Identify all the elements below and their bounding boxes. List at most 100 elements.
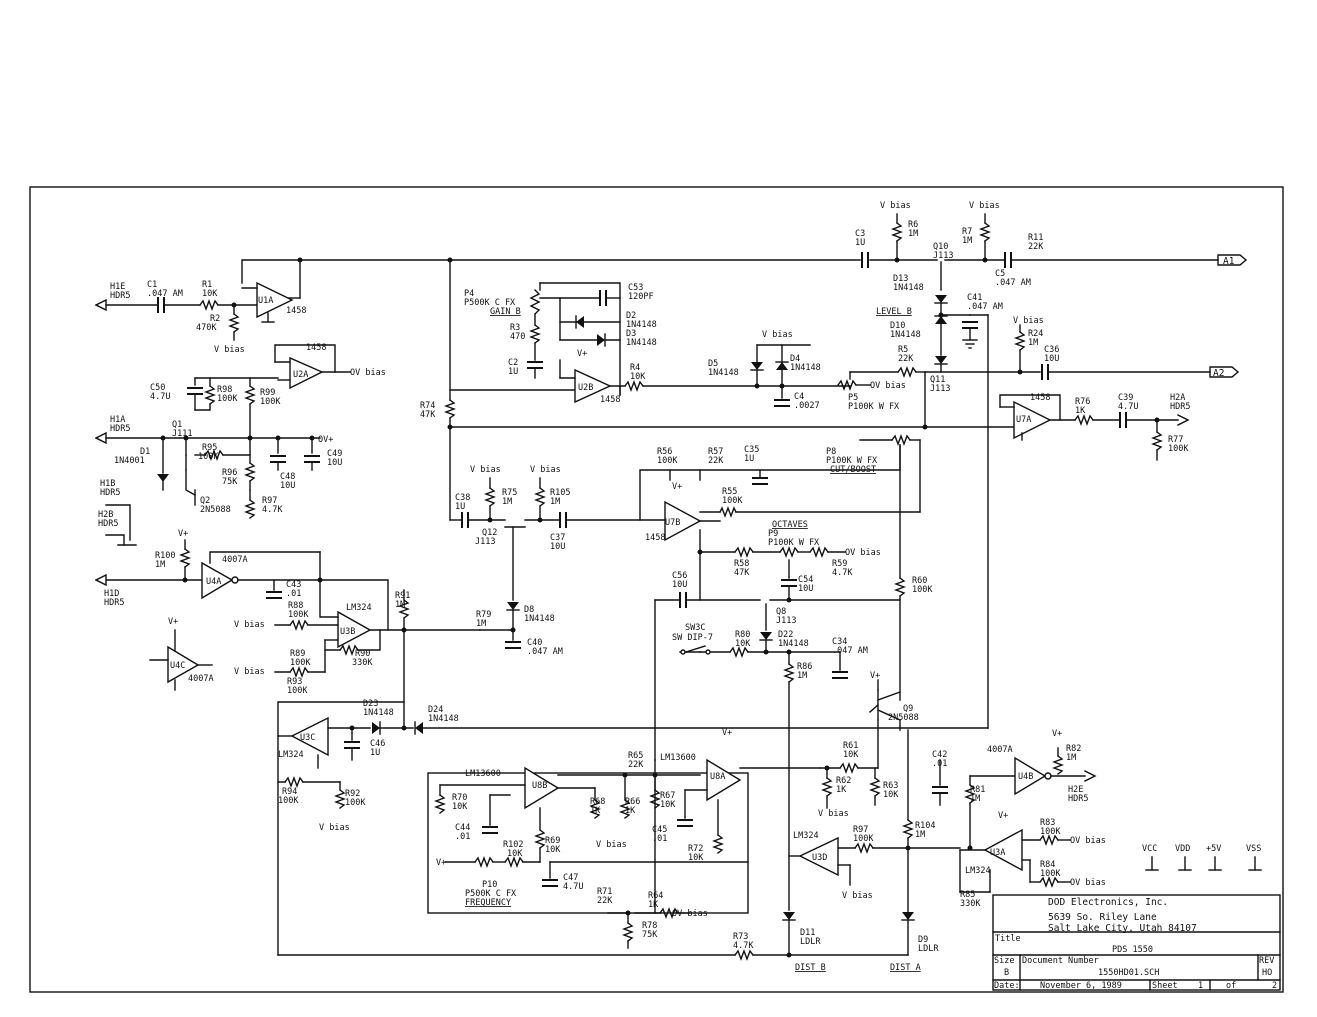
c47-label: C47 [563,873,578,883]
u7a-output-stage [449,371,1190,461]
q2-value: 2N5088 [200,505,231,515]
r65-value: 22K [628,760,644,770]
r79-label: R79 [476,610,491,620]
ovbias-r84: OV bias [1070,878,1106,888]
power-vcc: VCC [1142,844,1157,854]
u4b-label: U4B [1018,772,1033,782]
u3a-value: LM324 [965,866,991,876]
of-label: of [1226,981,1236,991]
c50-label: C50 [150,383,165,393]
u7a-label: U7A [1016,415,1031,425]
sheet-label: Sheet [1152,981,1178,991]
gain-b-label: GAIN B [490,307,521,317]
r58-value: 47K [734,568,750,578]
c54-label: C54 [798,575,813,585]
c47-value: 4.7U [563,882,583,892]
d13-label: D13 [893,274,908,284]
frequency-vca-section [427,758,821,949]
p4-label: P4 [464,289,474,299]
r94-value: 100K [278,796,299,806]
d4-label: D4 [790,354,800,364]
ovbias-p5: OV bias [870,381,906,391]
r86-label: R86 [797,662,812,672]
q11-value: J113 [930,384,950,394]
r74-label: R74 [420,401,435,411]
u3b-stage [274,551,481,729]
r97-value: 4.7K [262,505,283,515]
r61-label: R61 [843,741,858,751]
top-signal-bus [241,254,1248,299]
d5-label: D5 [708,359,718,369]
r100-value: 1M [155,560,165,570]
r70-value: 10K [452,802,468,812]
r77-label: R77 [1168,435,1183,445]
of-value: 2 [1272,981,1277,991]
d22-label: D22 [778,630,793,640]
q1-value: J111 [172,429,192,439]
r64-value: 1K [648,900,659,910]
frequency-label: FREQUENCY [465,898,511,908]
u7b-value: 1458 [645,533,665,543]
c50-value: 4.7U [150,392,170,402]
r82-label: R82 [1066,744,1081,754]
vbias-u3d: V bias [842,891,873,901]
r75-value: 1M [502,497,512,507]
r98-value: 100K [217,394,238,404]
r68-label: R68 [590,797,605,807]
r72-value: 10K [688,853,704,863]
r5-p5-level [837,366,926,391]
r78-label: R78 [642,921,657,931]
c56-label: C56 [672,571,687,581]
r99-label: R99 [260,388,275,398]
u4a-stage [95,539,321,600]
r93-label: R93 [287,677,302,687]
r60-value: 100K [912,585,933,595]
r76-label: R76 [1075,397,1090,407]
r62-value: 1K [836,785,847,795]
c37-value: 10U [550,542,565,552]
conn-h1d-type: HDR5 [104,598,124,608]
r98-label: R98 [217,385,232,395]
r67-value: 10K [660,800,676,810]
r89-value: 100K [290,658,311,668]
vplus-r82: V+ [1052,729,1062,739]
r11-value: 22K [1028,242,1044,252]
c49-label: C49 [327,449,342,459]
vplus-u4c: V+ [168,617,178,627]
q9-transistor [869,679,901,731]
u3b-value: LM324 [346,603,372,613]
u2b-value: 1458 [600,395,620,405]
r72-label: R72 [688,844,703,854]
r63-label: R63 [883,781,898,791]
r11-label: R11 [1028,233,1043,243]
u3c-label: U3C [300,733,315,743]
d2-label: D2 [626,311,636,321]
r68-value: 1K [590,806,601,816]
r1-label: R1 [202,280,212,290]
a1-label: A1 [1223,256,1235,267]
u3b-label: U3B [340,627,355,637]
vbias-r7: V bias [969,201,1000,211]
r92-label: R92 [345,789,360,799]
u7a-value: 1458 [1030,393,1050,403]
vbias-r6: V bias [880,201,911,211]
r82-value: 1M [1066,753,1076,763]
r5-value: 22K [898,354,914,364]
size-value: B [1004,968,1009,978]
r97-label: R97 [262,496,277,506]
r60-label: R60 [912,576,927,586]
u4a-value: 4007A [222,555,248,565]
date-value: November 6, 1989 [1040,981,1122,991]
d3-label: D3 [626,329,636,339]
conn-h1a-type: HDR5 [110,424,130,434]
r91-label: R91 [395,591,410,601]
q8-label: Q8 [776,607,786,617]
u8b-value: LM13600 [465,769,501,779]
input-h1e-stage [95,281,294,341]
component-labels: H1E HDR5 C1 .047 AM R1 10K R2 470K V bia… [98,201,1261,973]
gain-b-stage [444,259,783,521]
q10-value: J113 [933,251,953,261]
r88-value: 100K [288,610,309,620]
r83-label: R83 [1040,818,1055,828]
title-label: Title [995,934,1021,944]
